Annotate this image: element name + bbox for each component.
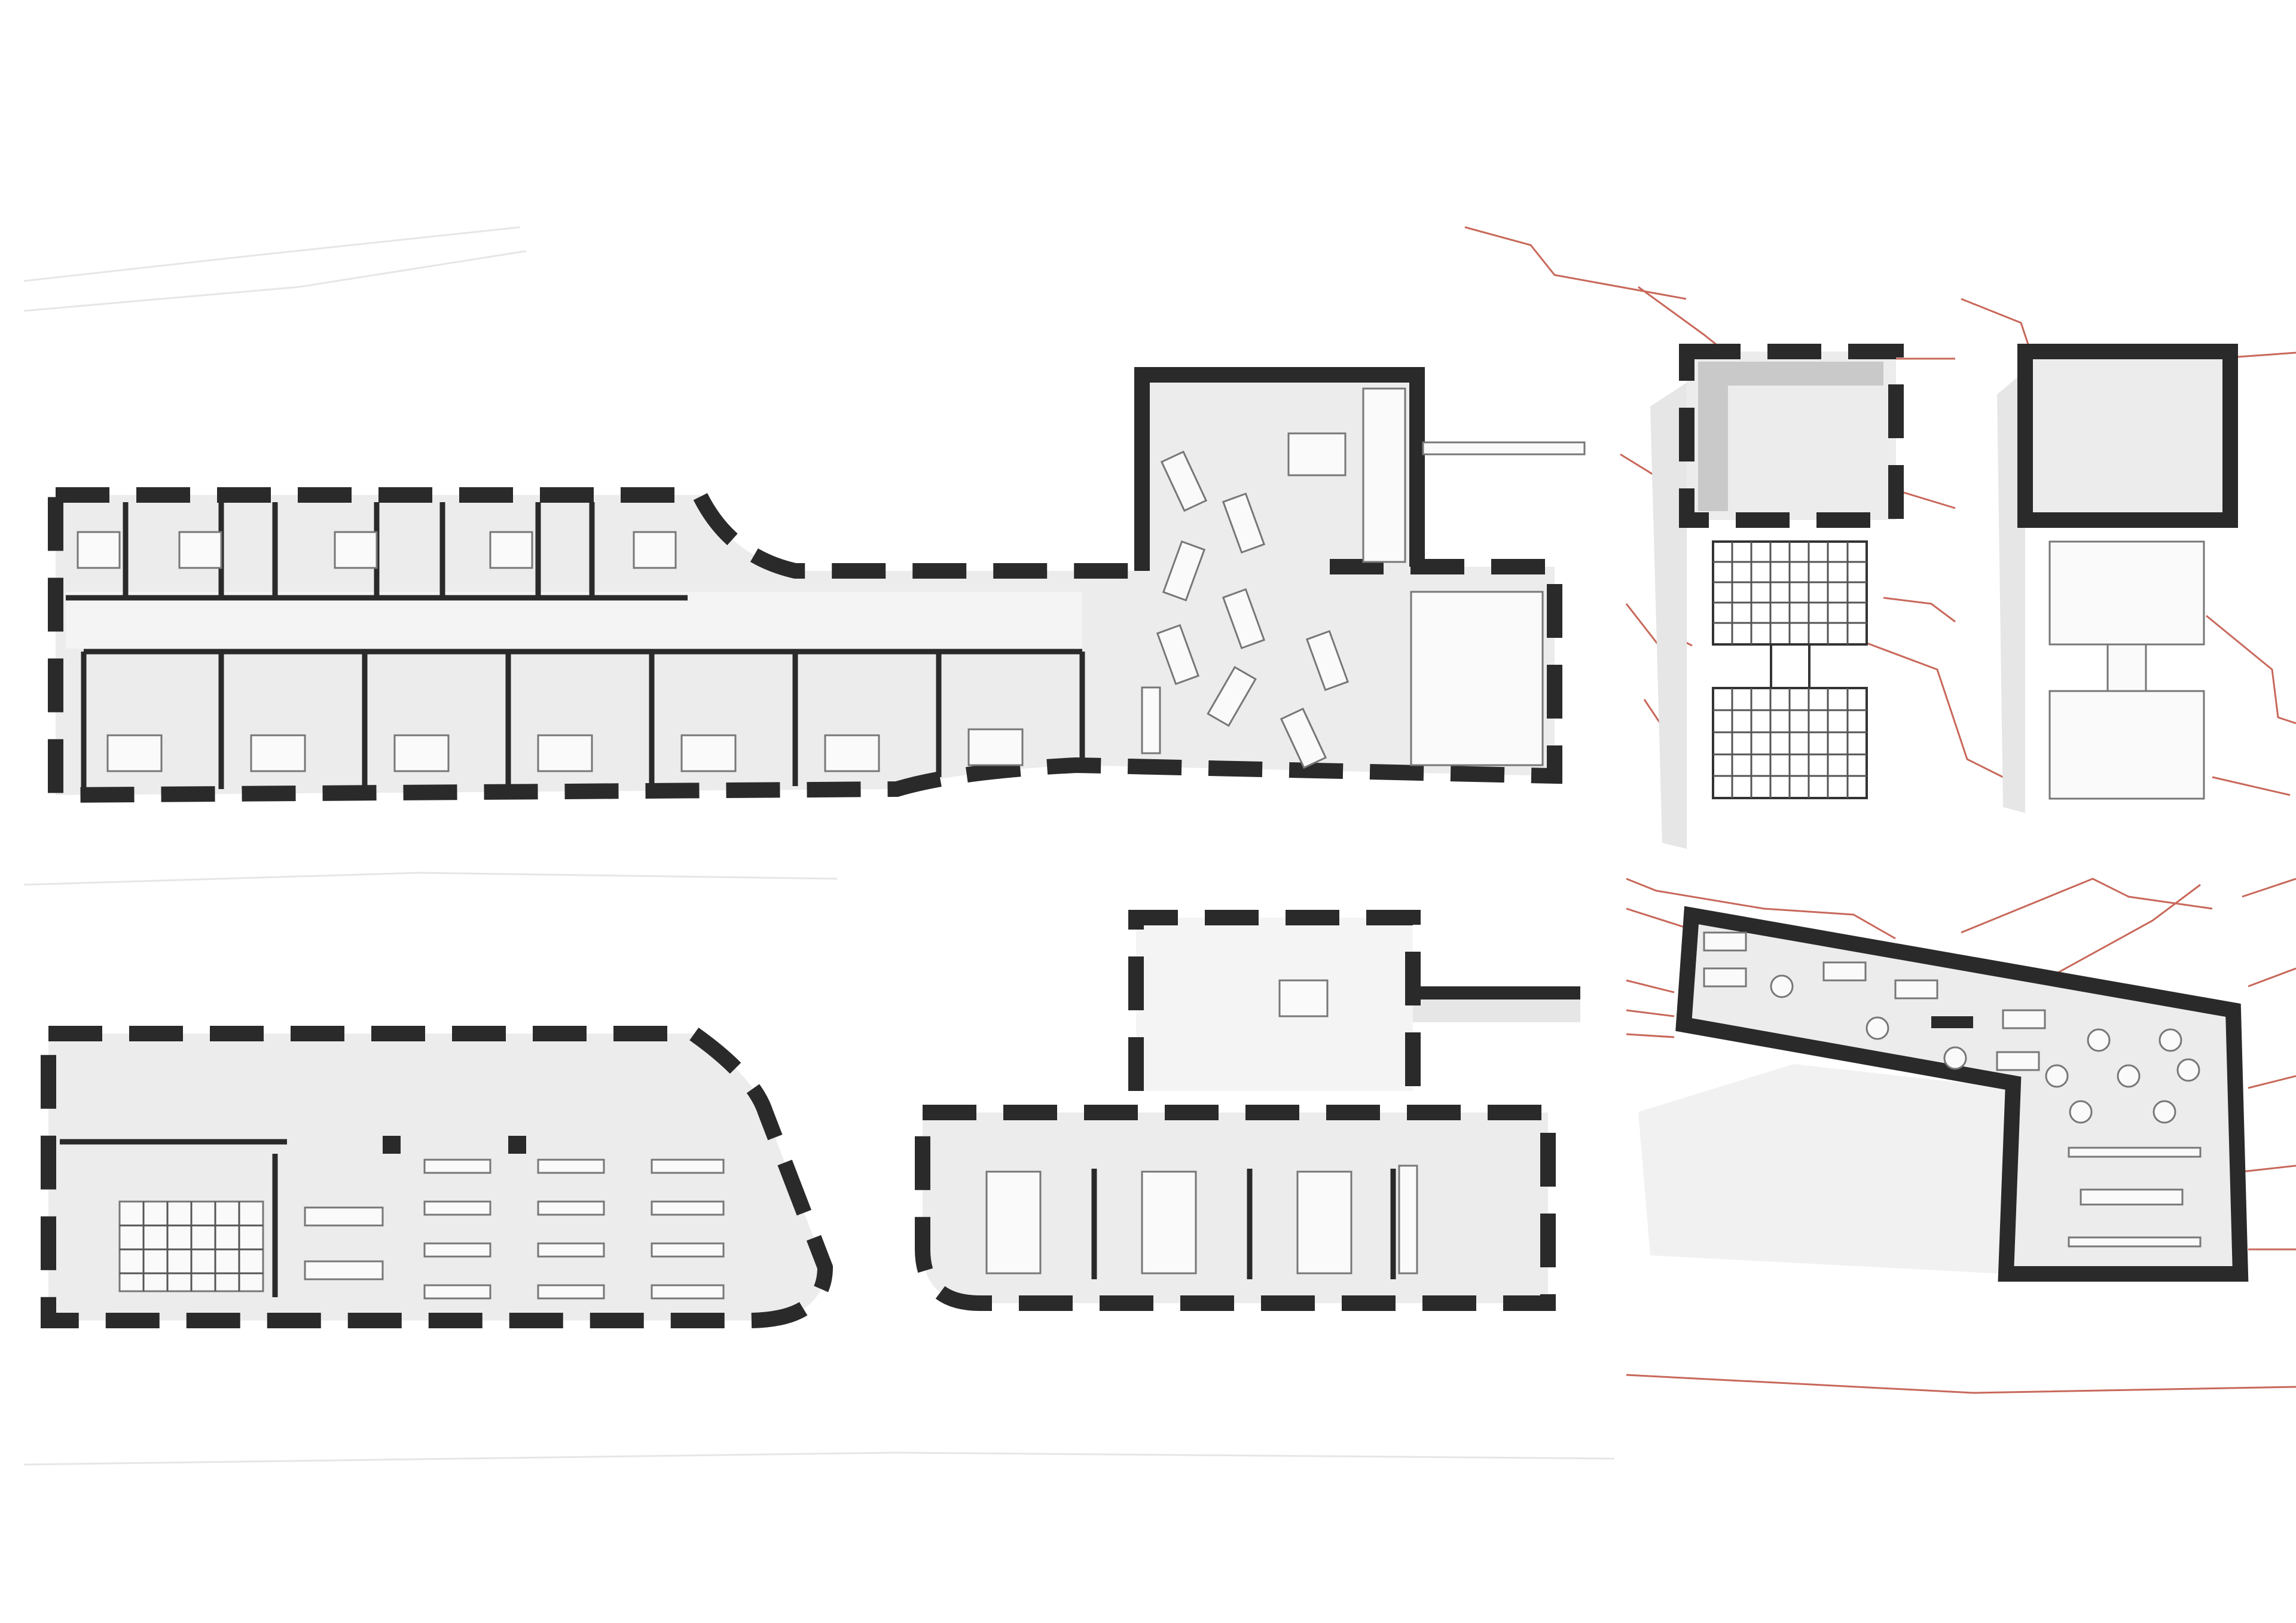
- studio-tables: [985, 1164, 1418, 1279]
- guest-rooms-top: [66, 502, 688, 601]
- elevator: [1278, 979, 1329, 1017]
- exterior-wall: [56, 487, 1142, 579]
- plan-tower-left: [1650, 344, 1904, 849]
- plan-restaurant: [1638, 906, 2249, 1282]
- lounge-tables: [1156, 450, 1349, 769]
- stair: [1362, 387, 1406, 563]
- bleachers: [118, 1200, 264, 1292]
- plan-guest-wing: [48, 367, 1586, 803]
- dining-tables: [1703, 931, 2202, 1248]
- elevator: [1287, 432, 1347, 476]
- grid-pavilion: [1712, 540, 1868, 799]
- reading-tables: [304, 1159, 725, 1300]
- plan-auditorium: [41, 1026, 833, 1328]
- guest-rooms-bottom: [81, 649, 1085, 789]
- site-contours-left: [23, 226, 1615, 1466]
- plan-tower-right: [1997, 344, 2238, 813]
- plan-studios: [915, 910, 1580, 1311]
- reception-desk: [1141, 686, 1161, 754]
